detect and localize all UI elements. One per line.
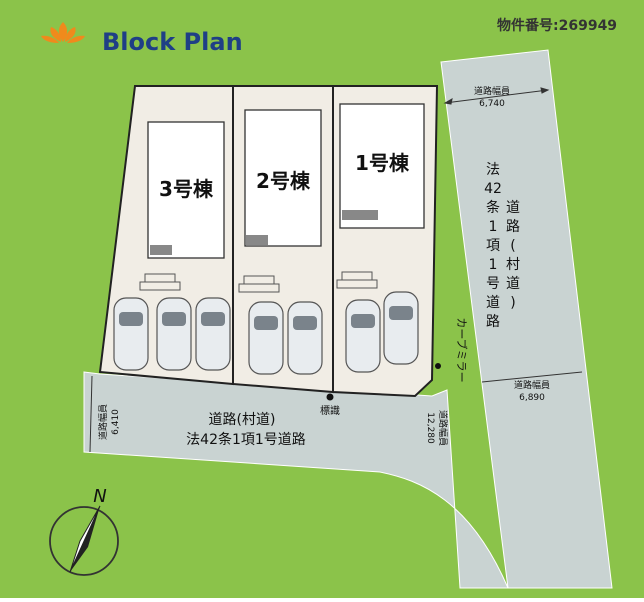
svg-text:道: 道	[486, 295, 500, 311]
svg-text:条: 条	[486, 199, 500, 216]
logo	[41, 22, 85, 43]
svg-text:道: 道	[506, 200, 520, 216]
sign-marker	[326, 393, 334, 401]
steps-2	[238, 275, 280, 293]
width-label-top-right: 道路幅員	[474, 85, 510, 97]
curve-mirror-marker	[435, 363, 441, 369]
width-value-right-middle: 6,890	[519, 393, 545, 403]
car-icon	[156, 297, 192, 371]
svg-text:路: 路	[486, 314, 500, 330]
car-icon	[248, 301, 284, 375]
car-icon	[195, 297, 231, 371]
width-marker-right-middle	[481, 371, 583, 383]
vent-1	[342, 210, 378, 220]
svg-text:道: 道	[506, 276, 520, 292]
car-icon	[113, 297, 149, 371]
building-2-label: 2号棟	[256, 169, 311, 193]
width-value-left-bottom: 6,410	[111, 409, 121, 435]
compass-north-label: N	[93, 486, 106, 507]
svg-text:1: 1	[489, 257, 498, 273]
svg-text:(: (	[510, 238, 515, 254]
parked-cars	[113, 291, 419, 375]
building-1-label: 1号棟	[355, 151, 410, 175]
property-number: 物件番号:269949	[497, 17, 617, 34]
lotus-icon	[41, 22, 85, 43]
width-label-right-middle: 道路幅員	[514, 379, 550, 391]
compass	[49, 505, 119, 576]
building-3	[147, 121, 225, 259]
car-windows	[119, 306, 413, 330]
width-value-corner: 12,280	[425, 412, 435, 444]
width-marker-left-bottom	[89, 375, 93, 453]
bottom-road-name-2: 法42条1項1号道路	[186, 431, 306, 448]
width-label-left-bottom: 道路幅員	[97, 404, 109, 440]
svg-text:42: 42	[484, 181, 502, 197]
svg-text:路: 路	[506, 219, 520, 235]
bottom-road-name-1: 道路(村道)	[209, 412, 276, 428]
car-icon	[287, 301, 323, 375]
vent-3	[150, 245, 172, 255]
svg-text:1: 1	[489, 219, 498, 235]
sign-label: 標識	[320, 404, 340, 417]
page-title: Block Plan	[102, 28, 243, 56]
right-road-name: 法 42 条 1 項 1 号 道 路 道 路 ( 村 道 )	[484, 162, 520, 330]
car-icon	[383, 291, 419, 365]
vent-2	[246, 235, 268, 245]
svg-text:号: 号	[486, 276, 500, 292]
curve-mirror-label: カーブミラー	[455, 317, 469, 382]
svg-text:項: 項	[486, 238, 500, 254]
width-marker-top-right	[443, 87, 550, 105]
building-2	[244, 109, 322, 247]
svg-text:法: 法	[486, 162, 500, 178]
svg-text:): )	[510, 295, 515, 311]
right-road	[440, 49, 613, 589]
width-label-corner: 道路幅員	[437, 410, 449, 446]
building-1	[339, 103, 425, 229]
width-value-top-right: 6,740	[479, 99, 505, 109]
svg-text:村: 村	[506, 257, 520, 273]
steps-1	[336, 271, 378, 289]
building-3-label: 3号棟	[159, 177, 214, 201]
car-icon	[345, 299, 381, 373]
steps-3	[139, 273, 181, 291]
bottom-road	[83, 371, 509, 589]
